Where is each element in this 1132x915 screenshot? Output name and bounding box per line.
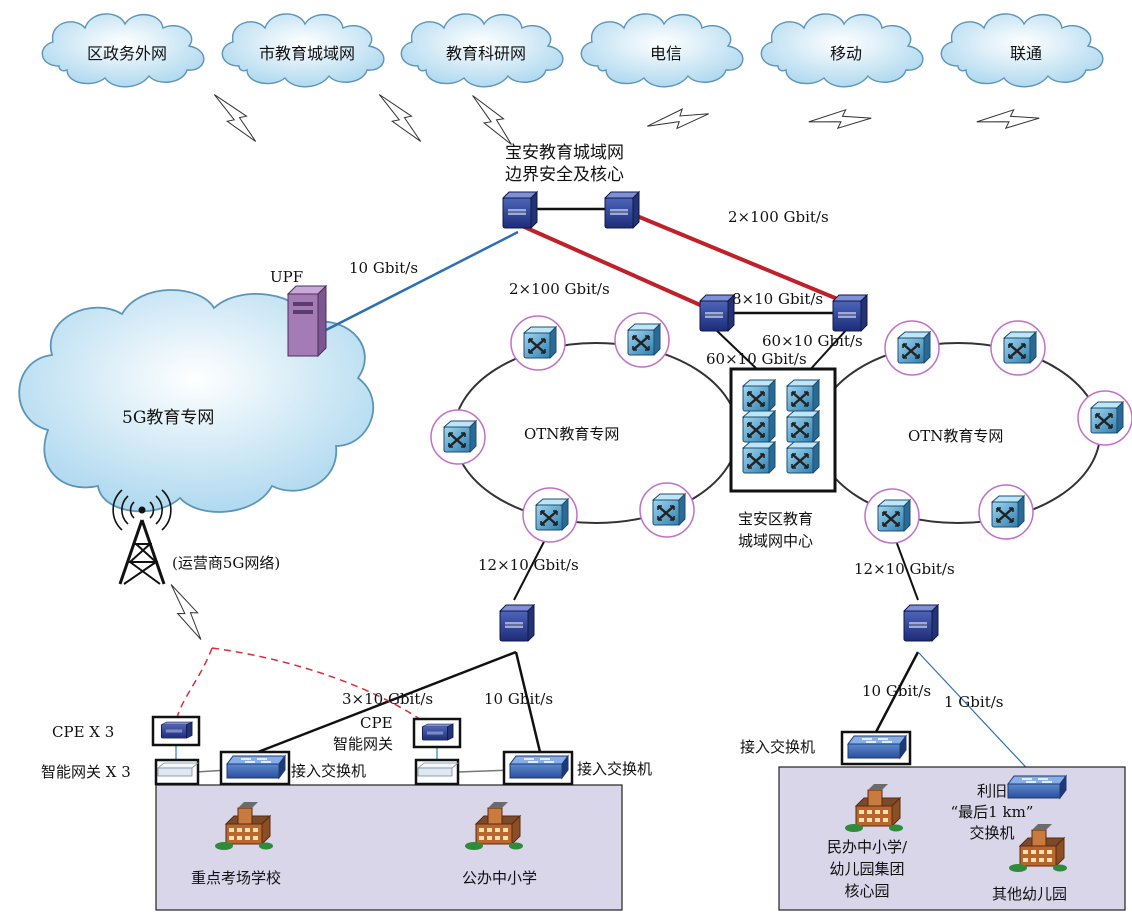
link-label-left-ring-down: 12×10 Gbit/s xyxy=(478,556,579,574)
old-switch-label-line3: 交换机 xyxy=(969,824,1015,842)
link-label-right-ring-down: 12×10 Gbit/s xyxy=(854,560,955,578)
cpe-device-mid xyxy=(412,717,462,749)
cpe-device-left xyxy=(151,715,201,747)
otn-node xyxy=(1077,390,1132,446)
link-5g-dashed xyxy=(175,647,213,723)
school-label-private-line1: 民办中小学/ xyxy=(826,838,908,856)
otn-node xyxy=(990,320,1046,376)
link-core-left-red xyxy=(519,223,717,314)
gateway-mid xyxy=(414,758,460,786)
cloud-label-unicom: 联通 xyxy=(1009,44,1043,63)
upf-server xyxy=(286,284,328,358)
cloud-label-city-edu: 市教育城域网 xyxy=(258,44,356,63)
lightning-icon xyxy=(808,93,872,147)
core-router-right xyxy=(604,191,640,229)
link-label-right-agg-old: 1 Gbit/s xyxy=(944,693,1004,711)
lightning-icon xyxy=(154,583,218,641)
otn-node xyxy=(978,484,1034,540)
lightning-icon xyxy=(203,94,267,142)
old-switch-label-line1: 利旧 xyxy=(976,782,1007,800)
access-switch-label-2: 接入交换机 xyxy=(577,760,653,778)
link-agg-switch2 xyxy=(514,651,542,753)
link-core-right-red xyxy=(619,207,853,307)
link-label-agg-switch1: 3×10 Gbit/s xyxy=(342,690,434,708)
core-label-line1: 宝安教育城域网 xyxy=(505,143,624,163)
cloud-label-telecom: 电信 xyxy=(649,44,683,63)
link-right-agg-old-blue xyxy=(917,651,1037,779)
link-label-stack-left: 60×10 Gbit/s xyxy=(706,350,807,368)
link-label-stack-right: 60×10 Gbit/s xyxy=(762,332,863,350)
otn-left-label: OTN教育专网 xyxy=(524,425,620,443)
otn-node xyxy=(614,312,670,368)
core-label-line2: 边界安全及核心 xyxy=(505,165,624,185)
agg-router-left xyxy=(499,604,535,642)
otn-node xyxy=(884,320,940,376)
link-label-agg-switch2: 10 Gbit/s xyxy=(484,690,554,708)
center-router-left xyxy=(699,294,735,332)
link-upf-blue xyxy=(325,230,519,332)
link-label-pair: 8×10 Gbit/s xyxy=(732,290,824,308)
school-label-public: 公办中小学 xyxy=(462,869,538,887)
link-stack-right xyxy=(807,327,849,373)
cpe-left-label: CPE X 3 xyxy=(52,723,115,741)
link-agg-switch1 xyxy=(257,650,517,754)
agg-router-right xyxy=(903,604,939,642)
cell-tower-icon xyxy=(112,489,172,585)
lightning-icon xyxy=(368,94,432,142)
link-stack-left xyxy=(713,327,761,373)
otn-right-label: OTN教育专网 xyxy=(908,427,1004,445)
access-switch-2 xyxy=(502,750,574,786)
school-label-key-exam: 重点考场学校 xyxy=(191,869,282,887)
link-label-right-agg-switch: 10 Gbit/s xyxy=(862,682,932,700)
gateway-left xyxy=(154,758,200,786)
school-panel-left xyxy=(155,784,623,911)
old-switch-label-line2: “最后1 km” xyxy=(950,803,1034,821)
otn-node xyxy=(864,488,920,544)
link-label-core-left: 2×100 Gbit/s xyxy=(509,280,610,298)
cpe-mid-label-line1: CPE xyxy=(360,714,393,732)
link-label-upf: 10 Gbit/s xyxy=(349,259,419,277)
center-otn-stack xyxy=(729,367,837,493)
core-router-left xyxy=(502,191,538,229)
lightning-icon xyxy=(646,91,710,149)
school-label-private-line3: 核心园 xyxy=(844,882,890,900)
cloud-label-district-gov: 区政务外网 xyxy=(86,44,168,63)
center-label-line2: 城域网中心 xyxy=(738,532,814,550)
cloud-label-edu-research: 教育科研网 xyxy=(445,44,527,63)
link-right-agg-switch xyxy=(874,651,920,733)
school-label-private-line2: 幼儿园集团 xyxy=(829,860,905,878)
school-panel-right xyxy=(778,766,1126,911)
cloud-5g xyxy=(18,289,375,513)
cloud-5g-label: 5G教育专网 xyxy=(122,408,215,428)
cpe-mid-label-line2: 智能网关 xyxy=(333,735,394,753)
otn-node xyxy=(522,487,578,543)
center-label-line1: 宝安区教育 xyxy=(738,510,814,528)
link-5g-dashed xyxy=(211,647,431,727)
lightning-icon xyxy=(976,93,1040,147)
access-switch-1 xyxy=(219,750,291,786)
gateway-left-label: 智能网关 X 3 xyxy=(41,763,131,781)
upf-label: UPF xyxy=(270,268,304,286)
otn-node xyxy=(430,409,486,465)
lightning-icon xyxy=(460,94,524,146)
access-switch-label-3: 接入交换机 xyxy=(740,738,816,756)
access-switch-3 xyxy=(840,730,912,766)
school-label-other-kinder: 其他幼儿园 xyxy=(992,885,1068,903)
otn-node xyxy=(639,482,695,538)
access-switch-label-1: 接入交换机 xyxy=(291,762,367,780)
center-router-right xyxy=(832,294,868,332)
tower-label: (运营商5G网络) xyxy=(172,554,281,572)
otn-node xyxy=(510,315,566,371)
cloud-label-mobile: 移动 xyxy=(829,44,863,63)
link-label-core-right: 2×100 Gbit/s xyxy=(728,208,829,226)
